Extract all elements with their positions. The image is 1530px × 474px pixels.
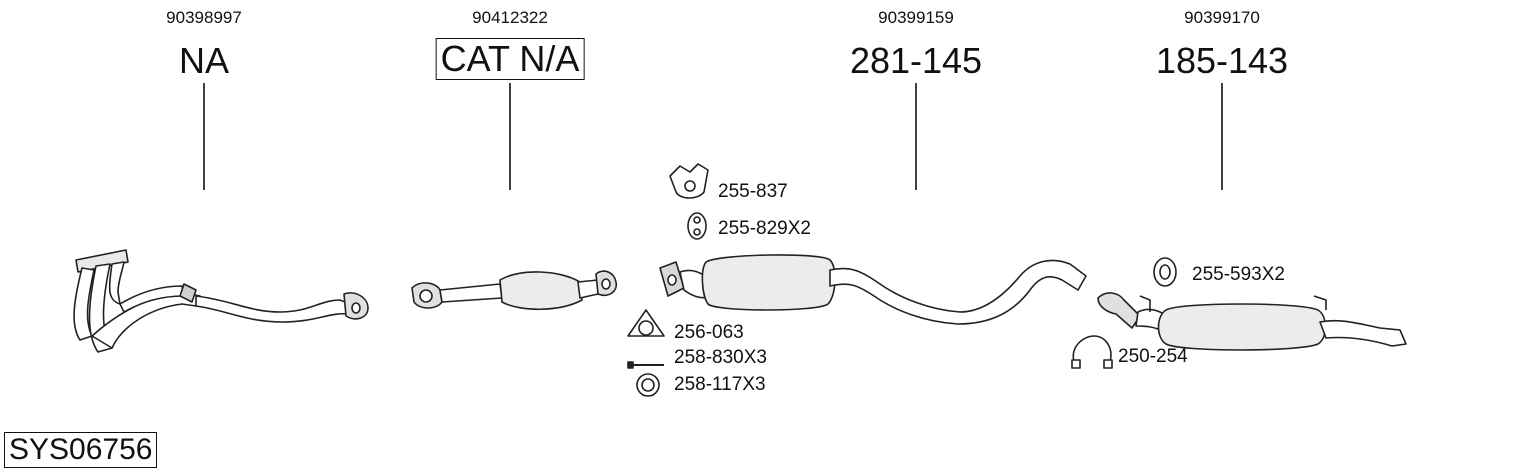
oem-number: 90399170 — [1184, 8, 1260, 27]
rubber-mount-icon — [1153, 257, 1177, 287]
part-number: NA — [178, 40, 230, 81]
oem-number: 90399159 — [878, 8, 954, 27]
oem-number: 90398997 — [166, 8, 242, 27]
accessory-code: 255-593X2 — [1192, 264, 1285, 285]
center-silencer — [659, 254, 1087, 325]
clamp-icon — [1071, 335, 1113, 369]
part-number: 185-143 — [1155, 40, 1289, 81]
accessory-code: 255-837 — [718, 181, 788, 202]
accessory-code: 255-829X2 — [718, 218, 811, 239]
triangle-gasket-icon — [627, 309, 665, 337]
ring-gasket-icon — [636, 373, 660, 397]
catalytic-converter — [411, 270, 618, 311]
rubber-hanger-icon — [669, 163, 709, 199]
part-number-boxed: CAT N/A — [435, 38, 585, 80]
accessory-code: 256-063 — [674, 322, 744, 343]
accessory-code: 258-830X3 — [674, 347, 767, 368]
system-code-label: SYS06756 — [4, 432, 158, 468]
bolt-icon — [627, 361, 664, 369]
oem-number: 90412322 — [472, 8, 548, 27]
part-number: 281-145 — [849, 40, 983, 81]
rubber-ring-icon — [687, 212, 707, 240]
accessory-code: 258-117X3 — [674, 374, 766, 395]
accessory-code: 250-254 — [1118, 346, 1188, 367]
exhaust-manifold — [73, 249, 369, 353]
rear-silencer — [1097, 292, 1407, 351]
